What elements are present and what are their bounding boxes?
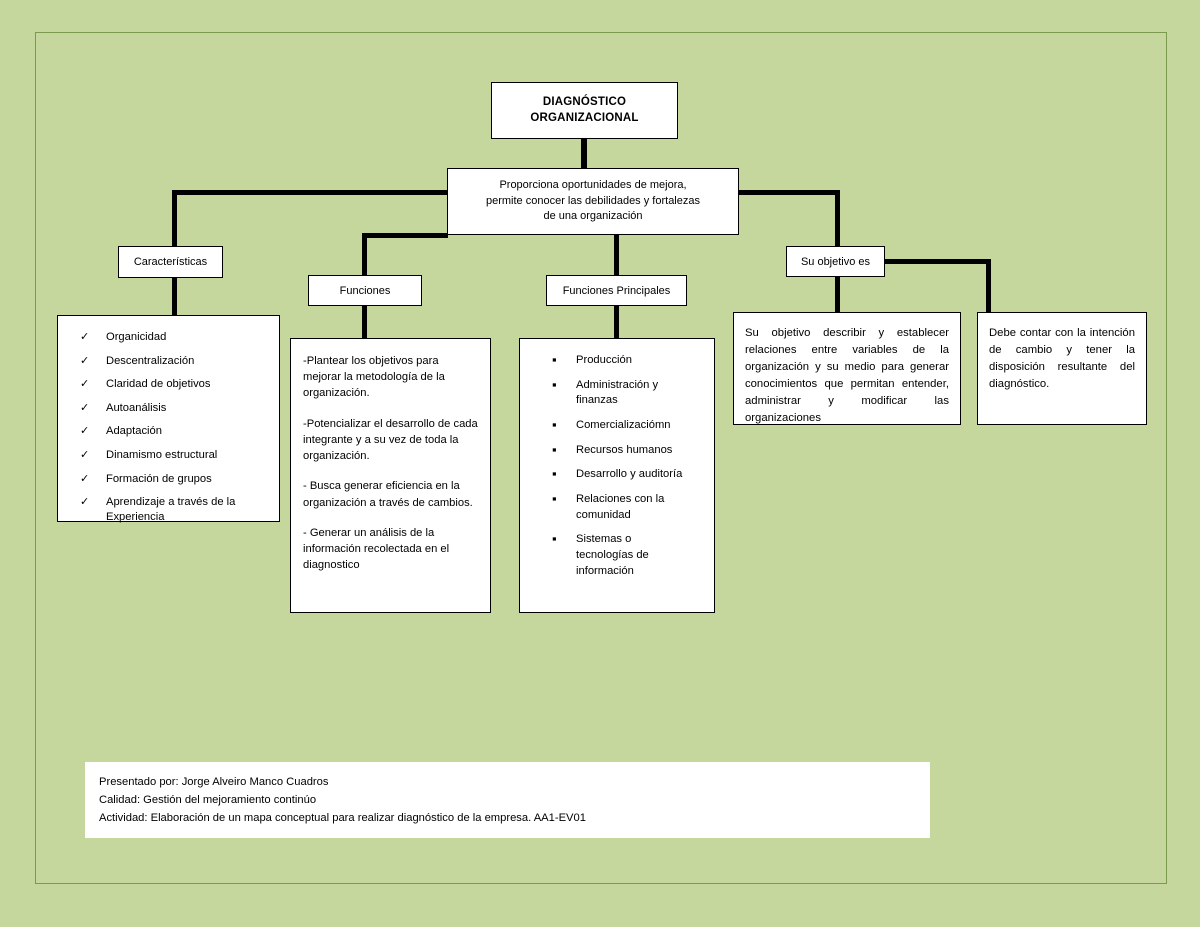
connector-su-objetivo-to-detail-right xyxy=(986,259,991,313)
connector-lead-bottom-horizontal-left xyxy=(362,233,448,238)
bullet-icon: ▪ xyxy=(552,441,557,457)
funciones-principales-label-text: Funciones Principales xyxy=(562,284,671,297)
funciones-paragraph: - Generar un análisis de la información … xyxy=(303,526,450,572)
check-icon: ✓ xyxy=(80,472,90,485)
list-item: ✓ Descentralización xyxy=(68,354,269,369)
node-su-objetivo-detail-left[interactable]: Su objetivo describir y establecer relac… xyxy=(733,312,961,425)
node-caracteristicas-label[interactable]: Características xyxy=(118,246,223,278)
list-item: ▪ Desarrollo y auditoría xyxy=(530,467,704,483)
connector-lead-left-horizontal xyxy=(172,190,447,195)
connector-to-funciones-vertical xyxy=(362,233,367,277)
node-funciones-label[interactable]: Funciones xyxy=(308,275,422,306)
bullet-icon: ▪ xyxy=(552,352,557,367)
connector-caracteristicas-to-list xyxy=(172,277,177,316)
bullet-icon: ▪ xyxy=(552,531,557,547)
list-item: ▪ Comercializaciómn xyxy=(530,418,704,434)
connector-funciones-to-detail xyxy=(362,305,367,339)
check-icon: ✓ xyxy=(80,496,90,509)
check-icon: ✓ xyxy=(80,425,90,438)
caracteristicas-checklist: ✓ Organicidad ✓ Descentralización ✓ Clar… xyxy=(68,330,269,534)
list-item: ✓ Aprendizaje a través de la Experiencia xyxy=(68,495,269,525)
node-funciones-principales-label[interactable]: Funciones Principales xyxy=(546,275,687,306)
connector-lead-to-funciones-principales xyxy=(614,233,619,277)
list-item: ✓ Autoanálisis xyxy=(68,401,269,416)
list-item: ✓ Organicidad xyxy=(68,330,269,345)
title-line-2: ORGANIZACIONAL xyxy=(530,111,639,124)
list-item: ✓ Dinamismo estructural xyxy=(68,448,269,463)
list-item: ▪ Recursos humanos xyxy=(530,443,704,459)
node-funciones-detail[interactable]: -Plantear los objetivos para mejorar la … xyxy=(290,338,491,613)
node-caracteristicas-list[interactable]: ✓ Organicidad ✓ Descentralización ✓ Clar… xyxy=(57,315,280,523)
list-item: ▪ Producción xyxy=(530,353,704,369)
funciones-paragraph: - Busca generar eficiencia en la organiz… xyxy=(303,480,473,509)
lead-line-3: de una organización xyxy=(543,210,643,223)
footer-info-box: Presentado por: Jorge Alveiro Manco Cuad… xyxy=(85,762,930,838)
lead-line-1: Proporciona oportunidades de mejora, xyxy=(499,178,687,191)
list-item: ✓ Adaptación xyxy=(68,424,269,439)
connector-to-su-objetivo-vertical xyxy=(835,190,840,246)
list-item: ▪ Administración y finanzas xyxy=(530,378,704,409)
bullet-icon: ▪ xyxy=(552,376,557,392)
connector-to-caracteristicas-vertical xyxy=(172,190,177,246)
node-funciones-principales-list[interactable]: ▪ Producción ▪ Administración y finanzas… xyxy=(519,338,715,613)
check-icon: ✓ xyxy=(80,354,90,367)
funciones-paragraph: -Potencializar el desarrollo de cada int… xyxy=(303,417,478,463)
caracteristicas-label-text: Características xyxy=(133,256,208,268)
connector-funciones-principales-to-list xyxy=(614,305,619,339)
connector-title-to-lead xyxy=(581,138,587,168)
lead-line-2: permite conocer las debilidades y fortal… xyxy=(485,194,700,207)
check-icon: ✓ xyxy=(80,401,90,414)
funciones-label-text: Funciones xyxy=(339,284,391,297)
list-item: ▪ Sistemas o tecnologías de información xyxy=(530,532,704,579)
funciones-principales-bulletlist: ▪ Producción ▪ Administración y finanzas… xyxy=(530,353,704,588)
title-line-1: DIAGNÓSTICO xyxy=(542,95,627,108)
node-su-objetivo-detail-right[interactable]: Debe contar con la intención de cambio y… xyxy=(977,312,1147,425)
su-objetivo-detail-left-text: Su objetivo describir y establecer relac… xyxy=(745,327,949,424)
node-diagnostico-organizacional[interactable]: DIAGNÓSTICO ORGANIZACIONAL xyxy=(491,82,678,139)
footer-line-actividad: Actividad: Elaboración de un mapa concep… xyxy=(99,812,586,825)
su-objetivo-label-text: Su objetivo es xyxy=(800,255,871,268)
bullet-icon: ▪ xyxy=(552,466,557,482)
node-lead-statement[interactable]: Proporciona oportunidades de mejora, per… xyxy=(447,168,739,235)
bullet-icon: ▪ xyxy=(552,417,557,433)
connector-lead-right-horizontal xyxy=(738,190,840,195)
check-icon: ✓ xyxy=(80,449,90,462)
funciones-paragraph: -Plantear los objetivos para mejorar la … xyxy=(303,355,445,400)
check-icon: ✓ xyxy=(80,378,90,391)
check-icon: ✓ xyxy=(80,331,90,343)
list-item: ▪ Relaciones con la comunidad xyxy=(530,492,704,523)
su-objetivo-detail-right-text: Debe contar con la intención de cambio y… xyxy=(989,327,1135,390)
connector-su-objetivo-to-detail-left xyxy=(835,277,840,313)
footer-line-presentado-por: Presentado por: Jorge Alveiro Manco Cuad… xyxy=(99,776,329,788)
list-item: ✓ Formación de grupos xyxy=(68,472,269,487)
connector-su-objetivo-right-horizontal xyxy=(885,259,990,264)
footer-line-calidad: Calidad: Gestión del mejoramiento contin… xyxy=(99,794,317,807)
bullet-icon: ▪ xyxy=(552,491,557,507)
node-su-objetivo-label[interactable]: Su objetivo es xyxy=(786,246,885,277)
list-item: ✓ Claridad de objetivos xyxy=(68,377,269,392)
